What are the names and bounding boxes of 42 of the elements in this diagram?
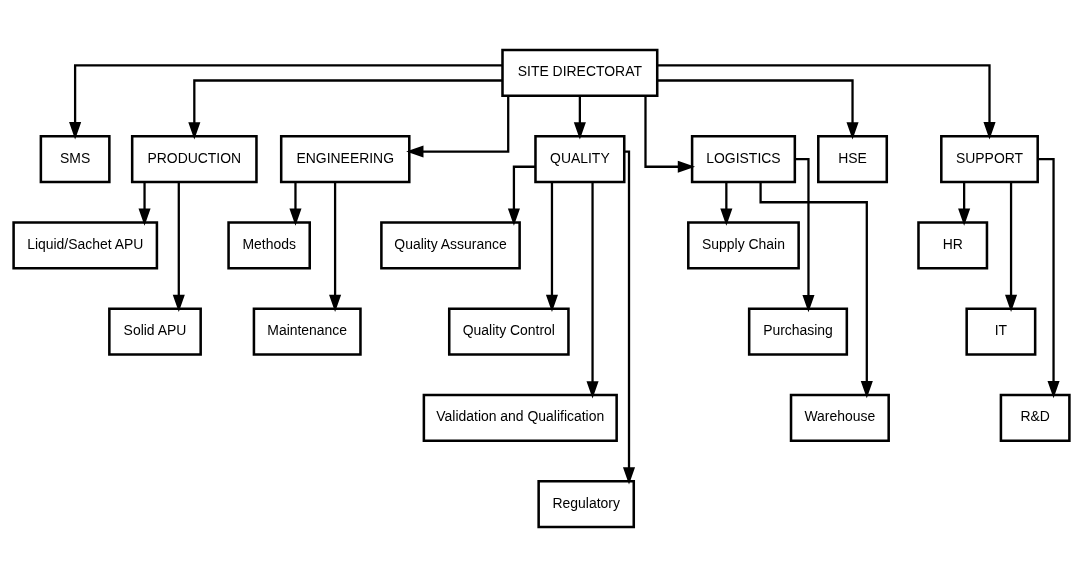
arrow (1005, 182, 1018, 313)
arrow (644, 96, 696, 173)
arrow (720, 182, 733, 226)
node-box: SITE DIRECTORAT (501, 48, 659, 97)
node-box: Quality Control (447, 307, 570, 356)
node-box: Quality Assurance (380, 221, 521, 270)
arrow (507, 165, 536, 226)
node-box: HSE (817, 135, 889, 184)
node-box: LOGISTICS (690, 135, 797, 184)
arrow (188, 79, 503, 140)
node-box: Solid APU (108, 307, 202, 356)
arrow (958, 182, 971, 226)
node-box: Maintenance (252, 307, 362, 356)
node-box: ENGINEERING (279, 135, 411, 184)
arrow (795, 158, 815, 313)
node-box: HR (917, 221, 989, 270)
node-box: Methods (227, 221, 311, 270)
arrow (586, 182, 599, 399)
arrow (573, 96, 586, 140)
node-box: QUALITY (534, 135, 626, 184)
arrow (759, 182, 873, 399)
node-box: SUPPORT (940, 135, 1039, 184)
node-box: Warehouse (789, 393, 890, 442)
arrow (138, 182, 151, 226)
node-box: PRODUCTION (130, 135, 258, 184)
node-box: Liquid/Sachet APU (12, 221, 159, 270)
arrow (657, 64, 996, 140)
node-box: Purchasing (747, 307, 849, 356)
arrow (622, 150, 636, 485)
arrow (329, 182, 342, 313)
arrow (289, 182, 302, 226)
node-box: Regulatory (537, 480, 636, 529)
node-box: SMS (39, 135, 111, 184)
arrow (69, 64, 503, 140)
node-box: R&D (999, 393, 1071, 442)
node-box: Validation and Qualification (422, 393, 618, 442)
arrow (545, 182, 558, 313)
node-box: Supply Chain (687, 221, 800, 270)
arrow (172, 182, 185, 313)
node-box: IT (965, 307, 1037, 356)
arrow (657, 79, 859, 140)
arrow (406, 96, 510, 158)
